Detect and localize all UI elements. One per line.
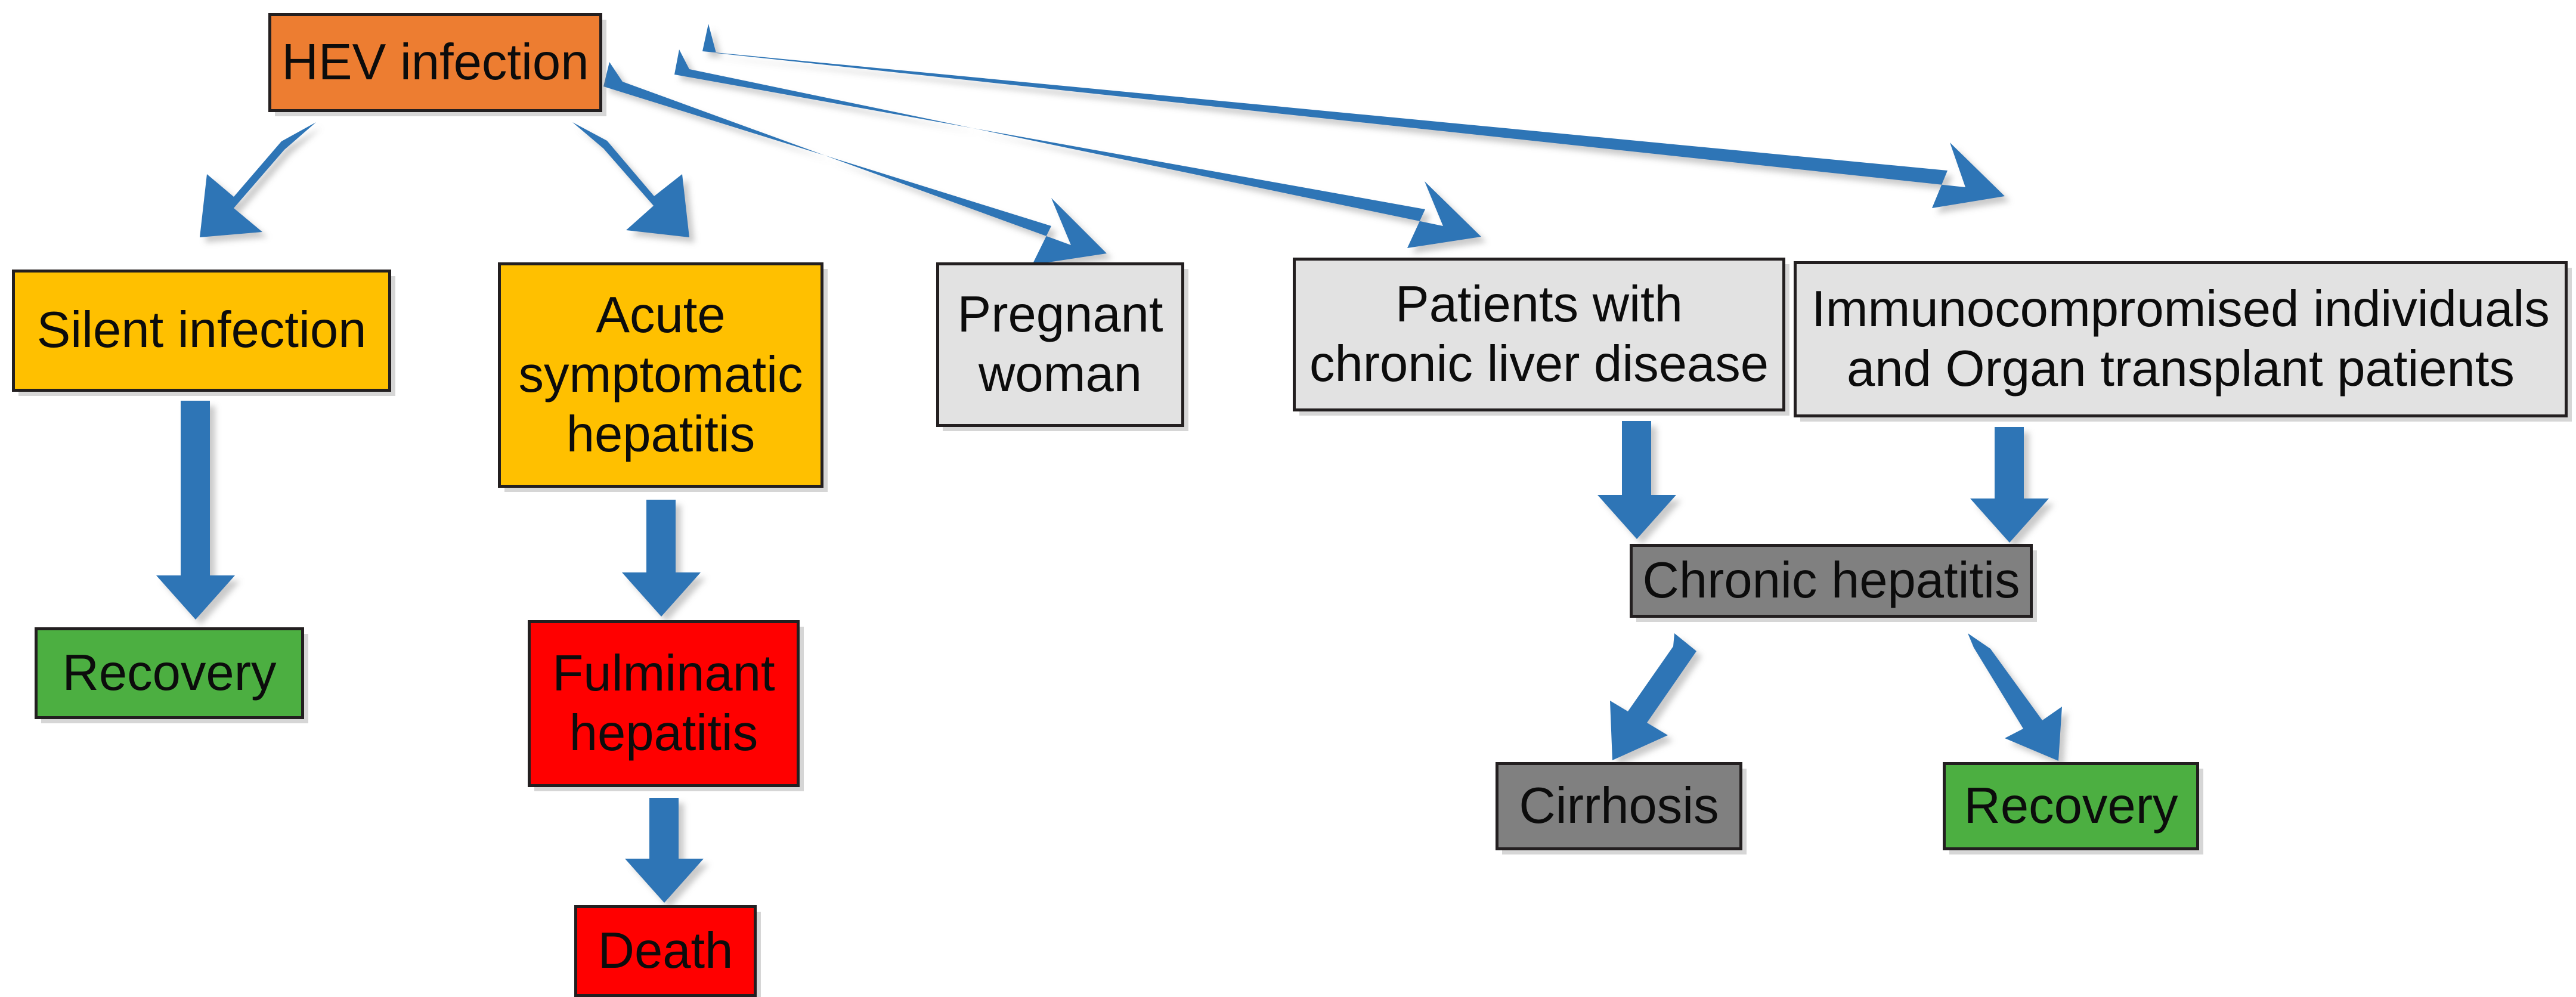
arrow-hev-to-chronic-liver — [674, 49, 1481, 248]
arrow-hev-to-silent — [200, 122, 316, 237]
arrow-silent-to-recovery — [156, 401, 235, 620]
node-silent-infection[interactable]: Silent infection — [12, 270, 391, 392]
node-recovery-from-silent[interactable]: Recovery — [35, 627, 304, 719]
arrow-chronic-liver-to-chronic-hepatitis — [1597, 421, 1676, 539]
arrow-chronic-to-recovery2 — [1968, 633, 2062, 761]
arrow-immuno-to-chronic-hepatitis — [1970, 427, 2049, 543]
node-immunocompromised-individuals[interactable]: Immunocompromised individuals and Organ … — [1794, 261, 2568, 417]
node-death[interactable]: Death — [574, 905, 757, 997]
node-recovery-from-chronic[interactable]: Recovery — [1943, 762, 2199, 850]
node-hev-infection[interactable]: HEV infection — [268, 13, 602, 112]
arrow-hev-to-immunocompromised — [702, 24, 2005, 208]
arrow-acute-to-fulminant — [622, 500, 701, 617]
arrow-hev-to-pregnant — [603, 62, 1107, 265]
arrow-hev-to-acute — [572, 122, 689, 237]
node-pregnant-woman[interactable]: Pregnant woman — [936, 262, 1184, 427]
node-cirrhosis[interactable]: Cirrhosis — [1496, 762, 1742, 850]
node-fulminant-hepatitis[interactable]: Fulminant hepatitis — [528, 620, 800, 787]
node-patients-chronic-liver-disease[interactable]: Patients with chronic liver disease — [1293, 258, 1785, 411]
node-chronic-hepatitis[interactable]: Chronic hepatitis — [1630, 544, 2033, 618]
arrow-chronic-to-cirrhosis — [1610, 633, 1696, 760]
node-acute-symptomatic-hepatitis[interactable]: Acute symptomatic hepatitis — [498, 262, 823, 488]
arrow-fulminant-to-death — [625, 798, 704, 903]
